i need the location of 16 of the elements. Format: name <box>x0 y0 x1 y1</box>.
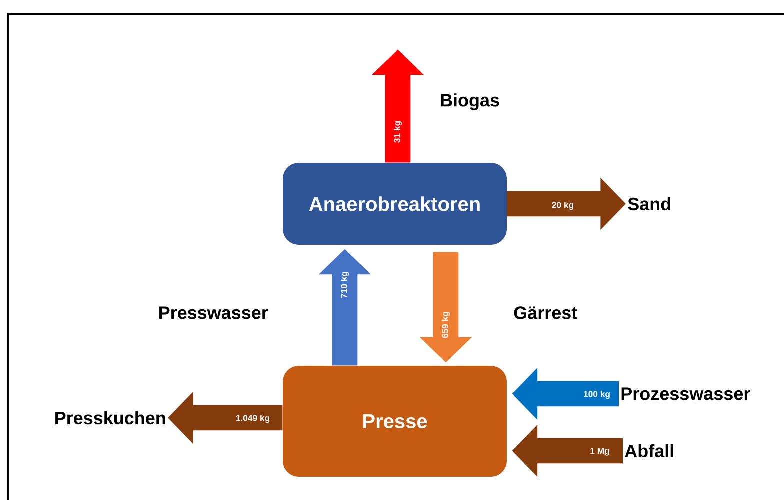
stream-name: Gärrest <box>514 306 578 320</box>
process-box: Presse <box>283 366 507 477</box>
stream-name: Abfall <box>625 444 674 458</box>
stream-name: Presskuchen <box>56 411 166 425</box>
stream-name: Presswasser <box>160 306 268 320</box>
process-box: Anaerobreaktoren <box>283 163 507 245</box>
edge-label: 659 kg <box>442 312 450 338</box>
edge-label: 710 kg <box>340 272 350 298</box>
edge-label: 20 kg <box>552 202 574 210</box>
edge-label: 1.049 kg <box>236 414 270 424</box>
stream-name: Biogas <box>441 94 500 110</box>
edge-label: 1 Mg <box>590 448 610 456</box>
edge-label: 31 kg <box>394 122 402 143</box>
stream-name: Sand <box>628 197 670 211</box>
edge-label: 100 kg <box>584 390 610 400</box>
stream-name: Prozesswasser <box>622 388 750 400</box>
